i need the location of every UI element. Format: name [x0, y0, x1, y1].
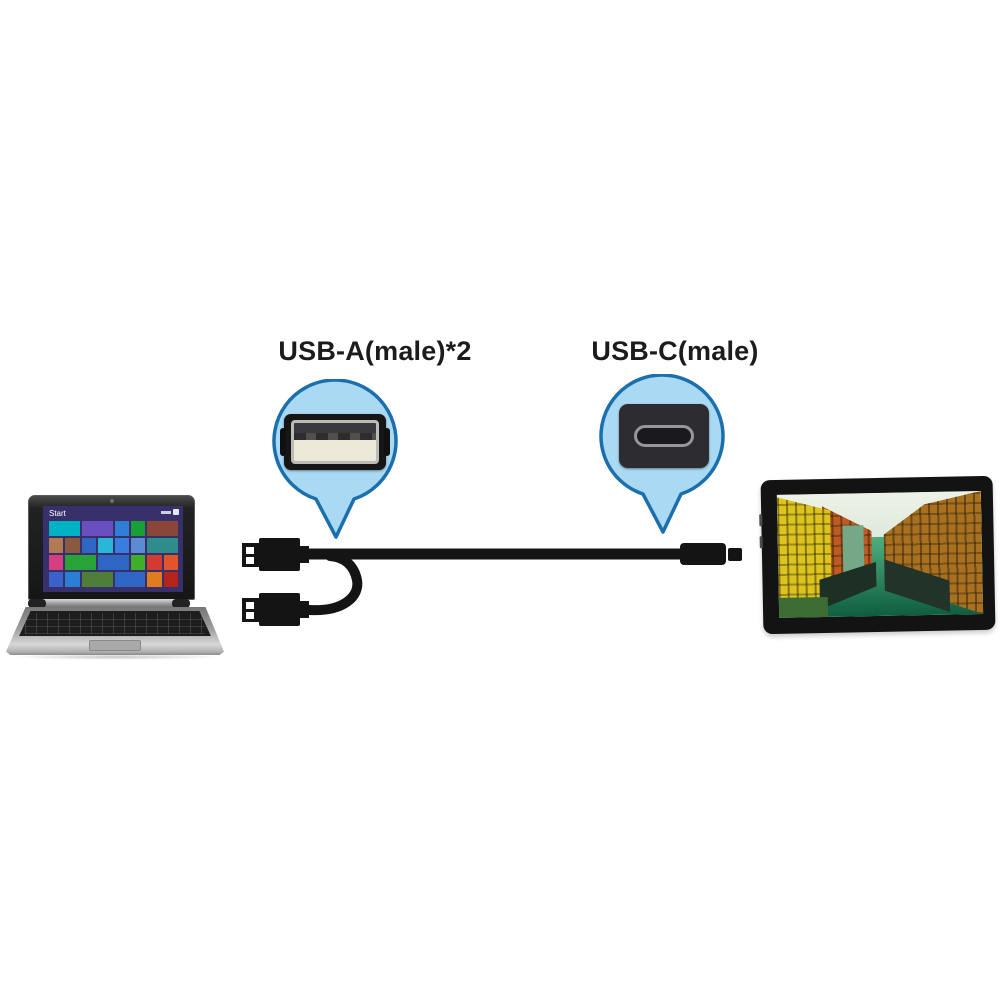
scene-hedge	[778, 597, 829, 618]
monitor-screen	[776, 491, 984, 618]
usb-a-label: USB-A(male)*2	[278, 336, 472, 366]
start-tile	[130, 538, 146, 553]
usb-a-metal-rim	[291, 420, 379, 464]
start-screen-tiles	[49, 521, 178, 587]
monitor-side-buttons	[759, 514, 763, 558]
start-tile	[147, 555, 162, 570]
user-avatar-icon	[173, 509, 179, 515]
usb-a-plug-top-icon	[242, 538, 309, 571]
start-tile	[49, 572, 64, 587]
start-tile	[49, 538, 64, 553]
split-cable	[304, 551, 363, 616]
usb-a-plug-bottom-icon	[242, 593, 309, 626]
monitor-button	[759, 536, 763, 549]
laptop-hinge	[28, 599, 190, 608]
start-tile	[81, 521, 113, 536]
portable-monitor	[759, 475, 996, 635]
start-tile	[147, 572, 162, 587]
user-account	[161, 509, 179, 515]
start-tile	[130, 555, 146, 570]
touchpad	[89, 640, 141, 651]
start-tile	[114, 521, 129, 536]
webcam-icon	[109, 499, 114, 503]
monitor-button	[759, 514, 763, 527]
start-tile	[65, 572, 80, 587]
start-tile	[65, 555, 97, 570]
usb-c-connector-photo	[619, 404, 709, 468]
start-tile	[81, 538, 97, 553]
start-tile	[163, 572, 178, 587]
user-name-text	[161, 510, 171, 514]
start-tile	[65, 538, 80, 553]
usb-a-shell-tab	[384, 428, 390, 456]
laptop-lid: Start	[28, 495, 195, 600]
start-tile	[114, 538, 129, 553]
start-screen-title: Start	[49, 509, 66, 518]
start-tile	[147, 521, 178, 536]
usb-c-plug-icon	[680, 543, 742, 565]
laptop-shadow	[10, 654, 222, 660]
usb-a-shell-tab	[280, 428, 286, 456]
start-tile	[81, 572, 113, 587]
keyboard	[19, 611, 211, 636]
usb-c-oval-port	[634, 425, 694, 447]
laptop: Start	[6, 478, 224, 664]
start-tile	[163, 555, 178, 570]
laptop-screen: Start	[43, 506, 183, 592]
usb-a-plastic-tongue	[294, 440, 376, 461]
start-tile	[49, 521, 80, 536]
usb-c-label: USB-C(male)	[591, 336, 759, 366]
start-tile	[98, 538, 113, 553]
start-tile	[130, 521, 146, 536]
start-tile	[98, 555, 129, 570]
start-tile	[147, 538, 178, 553]
usb-a-connector-photo	[280, 414, 390, 470]
usb-a-contacts	[294, 432, 376, 440]
start-tile	[114, 572, 146, 587]
start-tile	[49, 555, 64, 570]
laptop-base	[6, 607, 224, 655]
